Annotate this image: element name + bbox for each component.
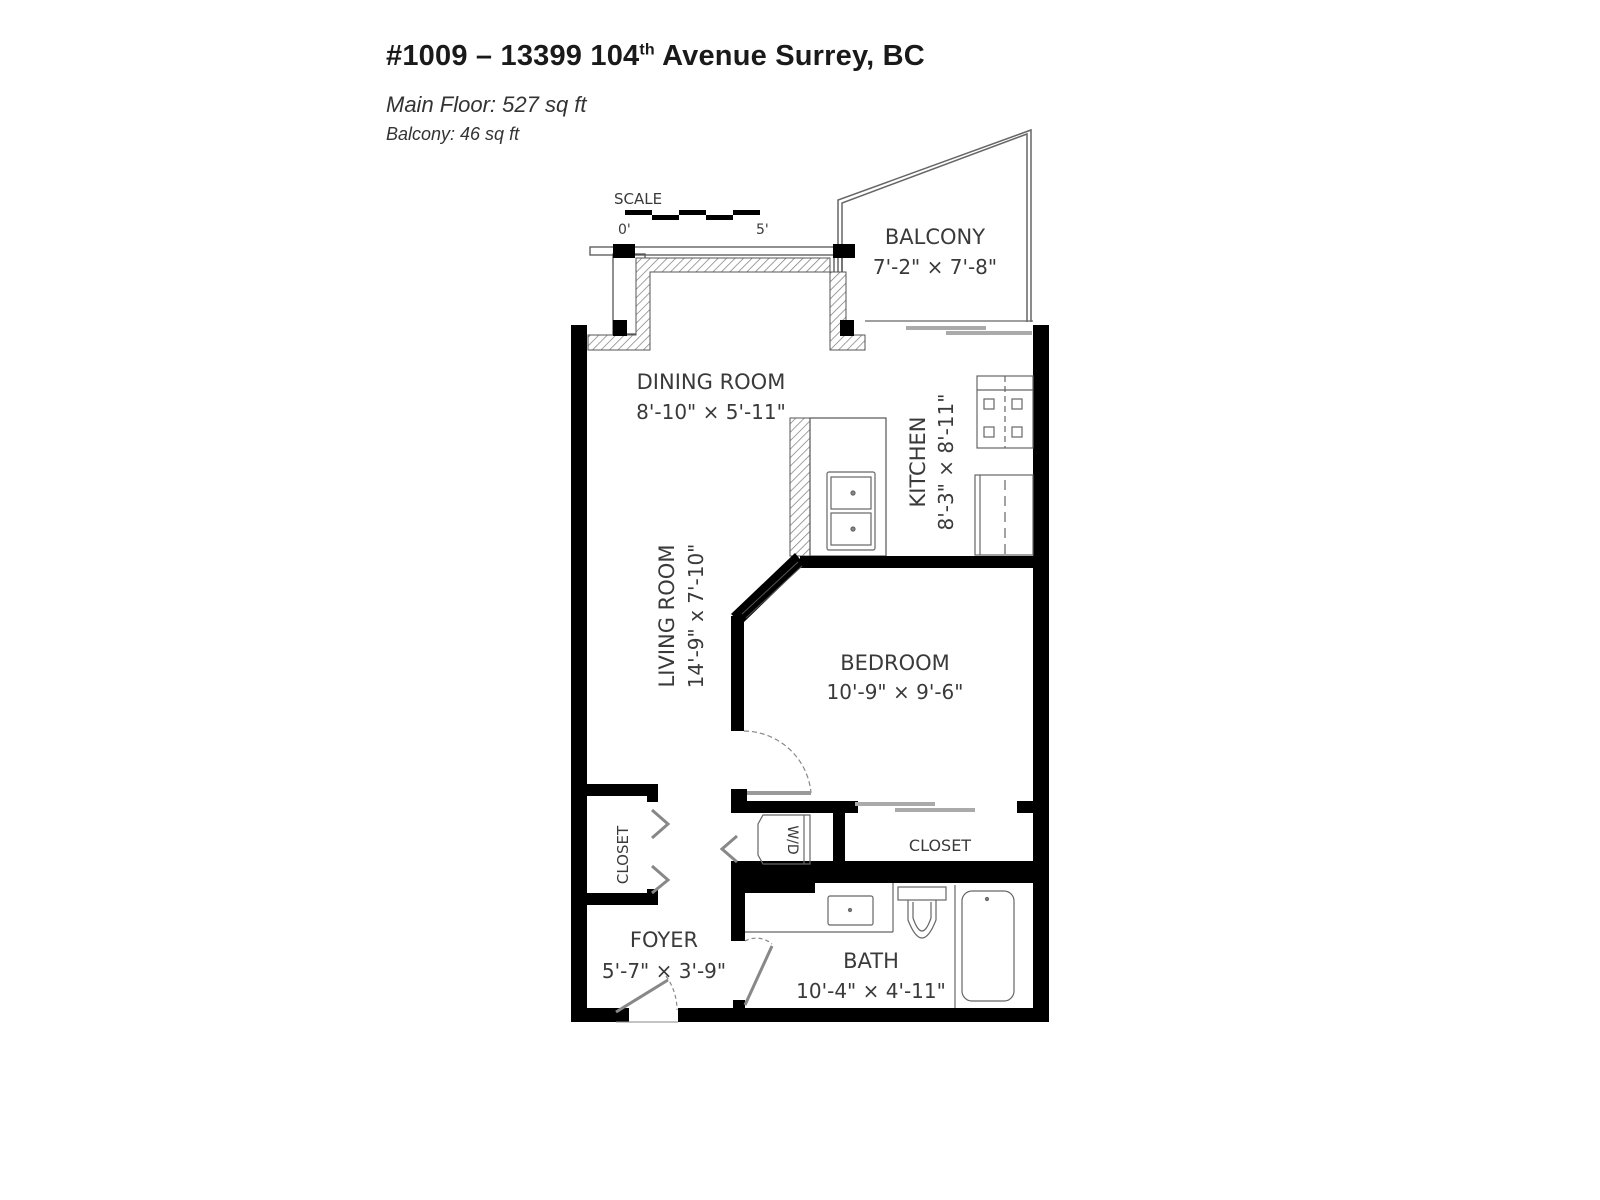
room-kitchen: KITCHEN 8'-3" × 8'-11" xyxy=(906,394,958,531)
toilet-icon xyxy=(897,886,947,939)
room-dining: DINING ROOM 8'-10" × 5'-11" xyxy=(636,370,786,424)
bath-door xyxy=(743,937,774,1006)
listing-title: #1009 – 13399 104th Avenue Surrey, BC xyxy=(386,40,925,73)
fridge-icon xyxy=(974,474,1034,556)
room-closet-right: CLOSET xyxy=(909,836,971,855)
scale-end: 5' xyxy=(756,222,769,238)
entry-door xyxy=(615,975,678,1023)
bath-dims: 10'-4" × 4'-11" xyxy=(796,979,946,1003)
room-bedroom: BEDROOM 10'-9" × 9'-6" xyxy=(827,651,964,704)
room-living: LIVING ROOM 14'-9" x 7'-10" xyxy=(655,544,708,689)
foyer-name: FOYER xyxy=(630,928,698,952)
washer-dryer-icon xyxy=(757,814,811,865)
scale-label: SCALE xyxy=(614,190,662,208)
wd-name: W/D xyxy=(784,825,800,854)
kitchen-dims: 8'-3" × 8'-11" xyxy=(934,394,958,531)
title-prefix: #1009 – 13399 104 xyxy=(386,40,640,72)
room-balcony: BALCONY 7'-2" × 7'-8" xyxy=(873,225,997,279)
balcony-sliding-door xyxy=(865,320,1033,335)
bathtub-icon xyxy=(961,890,1015,1002)
closet-sliding-doors xyxy=(855,802,975,812)
balcony-dims: 7'-2" × 7'-8" xyxy=(873,255,997,279)
bedroom-window-angle xyxy=(741,561,803,619)
interior-walls xyxy=(586,784,1049,1010)
dining-name: DINING ROOM xyxy=(637,370,786,394)
exterior-walls xyxy=(571,325,1049,1022)
balcony-area: Balcony: 46 sq ft xyxy=(386,124,520,144)
bedroom-dims: 10'-9" × 9'-6" xyxy=(827,680,964,704)
title-suffix: Avenue Surrey, BC xyxy=(654,40,925,72)
bath-name: BATH xyxy=(843,949,899,973)
room-bath: BATH 10'-4" × 4'-11" xyxy=(796,949,946,1003)
scale-bar: SCALE 0' 5' xyxy=(614,190,769,238)
title-superscript: th xyxy=(639,41,655,59)
living-name: LIVING ROOM xyxy=(655,545,679,688)
main-floor-area: Main Floor: 527 sq ft xyxy=(386,92,587,117)
bedroom-name: BEDROOM xyxy=(840,651,950,675)
kitchen-counter xyxy=(789,417,887,557)
stove-icon xyxy=(976,375,1034,449)
bath-sink-icon xyxy=(827,895,874,926)
sink-icon xyxy=(826,471,876,551)
room-wd: W/D xyxy=(784,825,800,854)
bay-window xyxy=(587,244,866,351)
room-foyer: FOYER 5'-7" × 3'-9" xyxy=(602,928,726,983)
living-dims: 14'-9" x 7'-10" xyxy=(684,544,708,689)
dining-dims: 8'-10" × 5'-11" xyxy=(636,400,786,424)
closet-right-name: CLOSET xyxy=(909,836,971,855)
bedroom-door xyxy=(743,730,812,795)
kitchen-name: KITCHEN xyxy=(906,417,930,508)
bedroom-walls xyxy=(731,553,1049,731)
bathroom-fixtures xyxy=(745,883,1015,1008)
wd-bifold-door xyxy=(719,834,738,864)
foyer-dims: 5'-7" × 3'-9" xyxy=(602,959,726,983)
closet-left-name: CLOSET xyxy=(614,825,632,884)
scale-start: 0' xyxy=(618,222,631,238)
balcony-name: BALCONY xyxy=(885,225,985,249)
room-closet-left: CLOSET xyxy=(614,825,632,884)
closet-bifold-doors xyxy=(651,808,671,895)
